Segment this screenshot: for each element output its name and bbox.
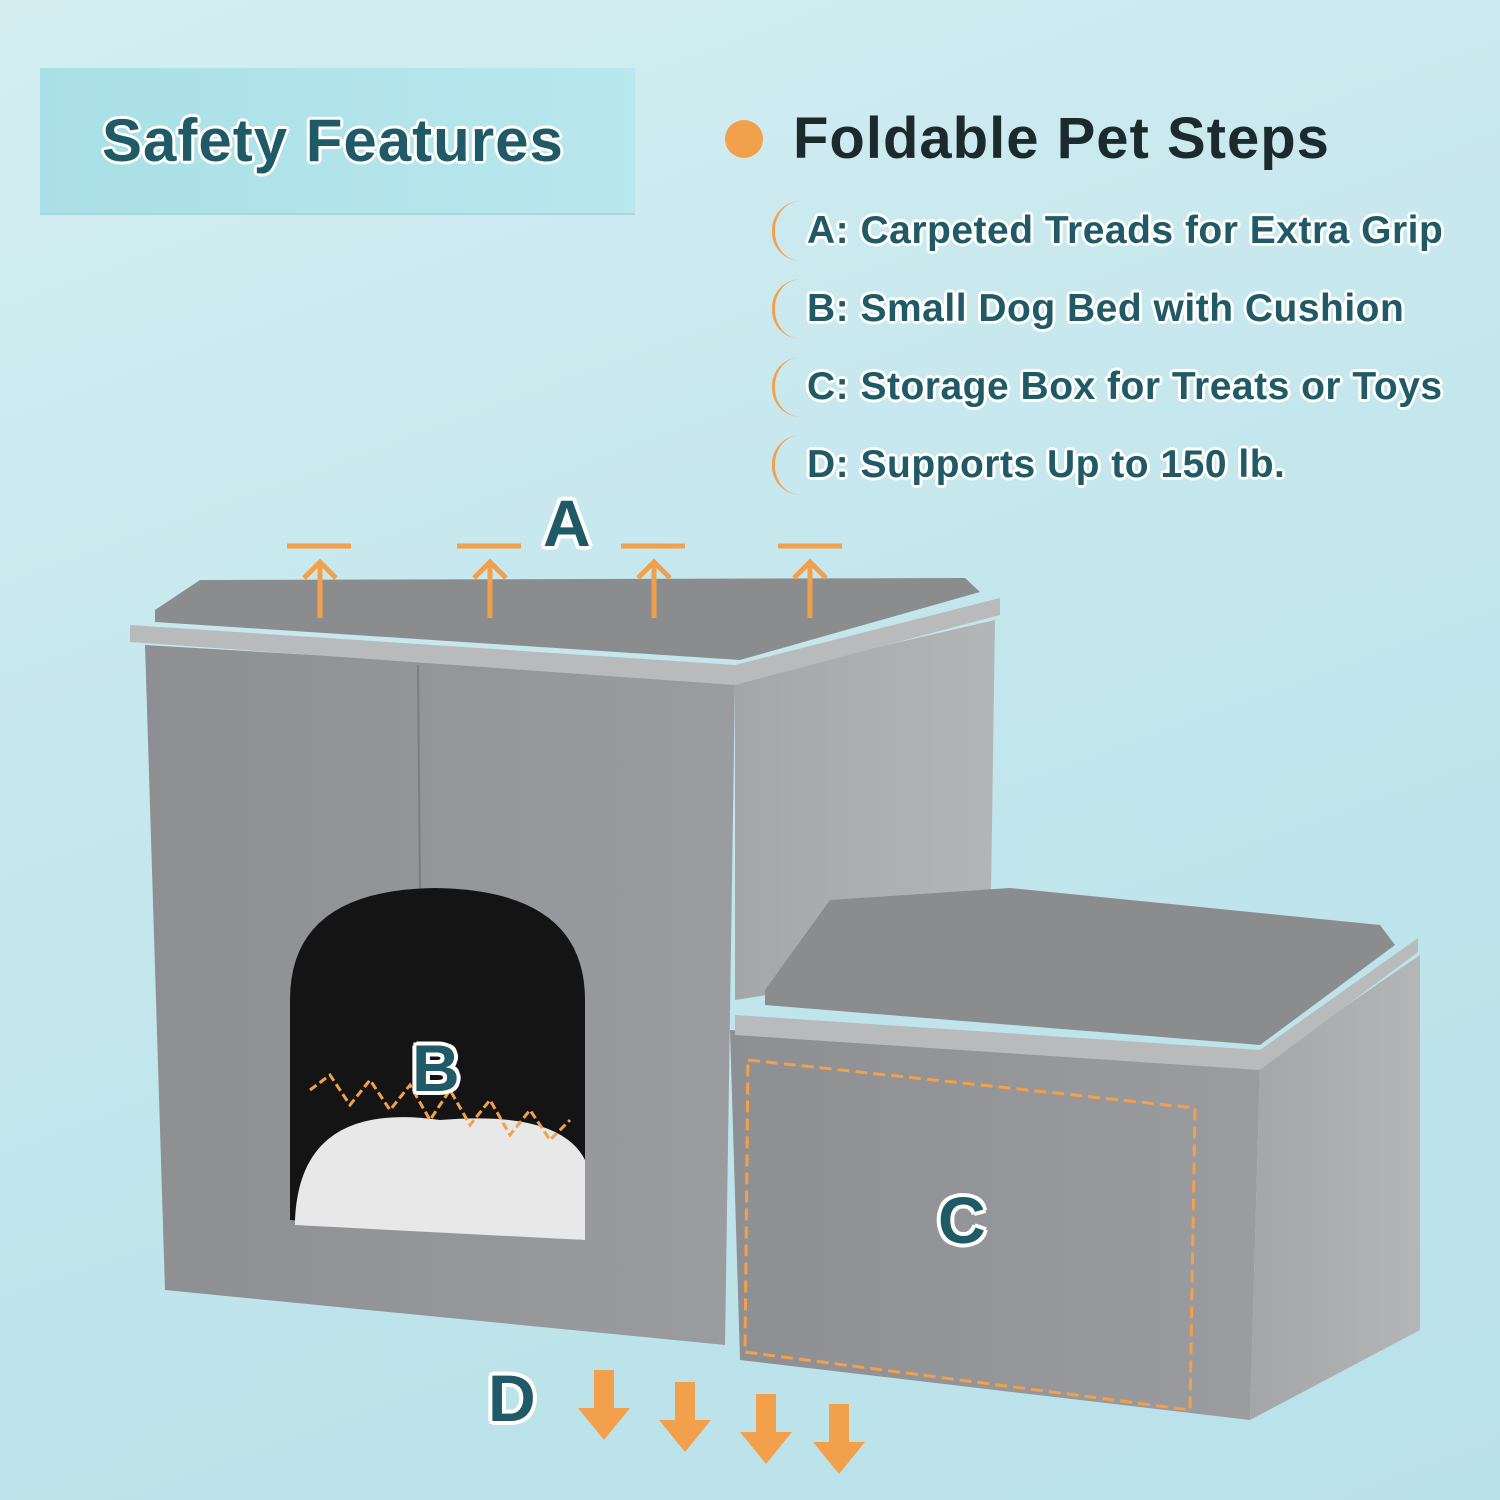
cushion	[295, 1117, 585, 1240]
bracket-icon	[772, 435, 801, 495]
feature-item: D: Supports Up to 150 lb.	[772, 426, 1443, 504]
feature-label: D: Supports Up to 150 lb.	[807, 443, 1286, 486]
storage-outline	[743, 1058, 1197, 1412]
bracket-icon	[772, 357, 801, 417]
feature-list: A: Carpeted Treads for Extra Grip B: Sma…	[772, 192, 1443, 504]
carpet-tread-top	[155, 578, 980, 660]
down-arrow-icons	[578, 1370, 865, 1474]
short-step-box	[730, 888, 1420, 1420]
marker-c: C	[938, 1183, 986, 1257]
banner-title: Safety Features	[102, 107, 564, 174]
bracket-icon	[772, 279, 801, 339]
carpet-tread-lower	[765, 888, 1395, 1045]
feature-item: C: Storage Box for Treats or Toys	[772, 348, 1443, 426]
marker-d: D	[488, 1361, 536, 1435]
feature-item: A: Carpeted Treads for Extra Grip	[772, 192, 1443, 270]
feature-label: C: Storage Box for Treats or Toys	[807, 365, 1443, 408]
product-title: Foldable Pet Steps	[793, 106, 1330, 171]
feature-item: B: Small Dog Bed with Cushion	[772, 270, 1443, 348]
marker-b: B	[412, 1031, 460, 1105]
feature-label: A: Carpeted Treads for Extra Grip	[807, 209, 1444, 252]
tall-step-box	[130, 578, 1000, 1345]
up-arrow-icons	[287, 543, 842, 618]
product-heading: Foldable Pet Steps	[725, 105, 1330, 172]
safety-features-banner: Safety Features	[40, 68, 635, 213]
marker-a: A	[543, 486, 591, 560]
bracket-icon	[772, 201, 801, 261]
feature-label: B: Small Dog Bed with Cushion	[807, 287, 1405, 330]
bullet-dot-icon	[725, 119, 763, 158]
